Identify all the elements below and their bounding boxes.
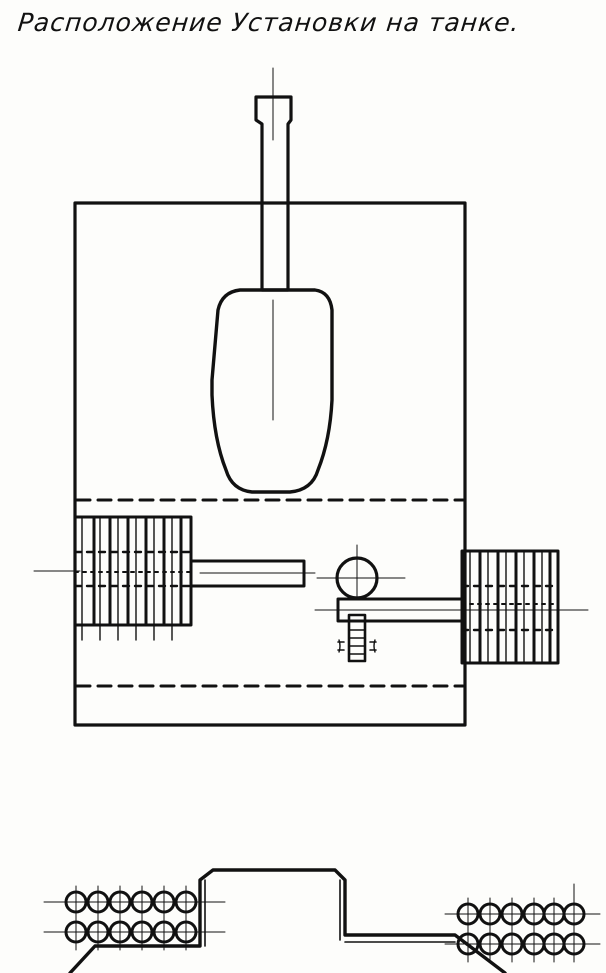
small-bracket <box>337 613 377 663</box>
right-launcher-block <box>460 549 560 665</box>
hull-outline <box>73 201 467 727</box>
left-launcher-block <box>33 515 193 641</box>
right-tube-cluster <box>444 883 601 963</box>
left-tube-cluster <box>43 885 226 951</box>
tank-top-view <box>33 67 589 727</box>
front-hull-outline <box>68 868 507 973</box>
tank-front-view <box>43 868 601 973</box>
turret-outline <box>210 288 334 494</box>
